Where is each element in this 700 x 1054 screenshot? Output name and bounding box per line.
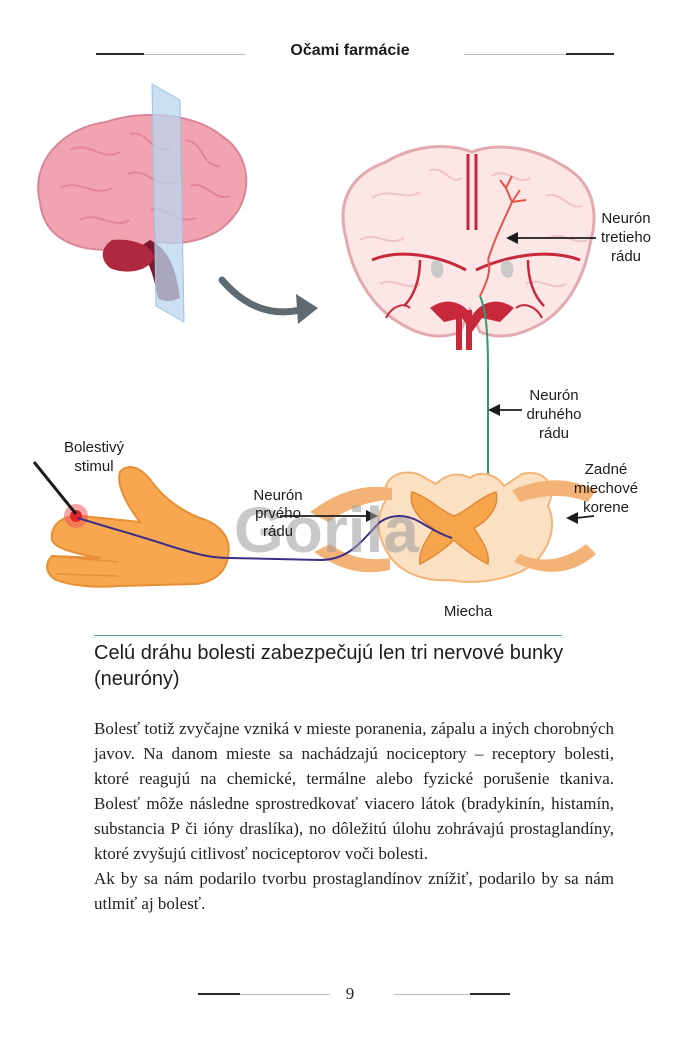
footer-rule-left [198,994,330,995]
curved-arrow [218,276,304,316]
label-first-neuron-line3: rádu [263,523,293,540]
stimulus-pin [32,461,78,515]
label-roots-line3: korene [583,499,629,516]
pain-pathway-illustration: Gorila Bolestivý stimul Neurón prvého rá… [32,83,651,620]
caption-rule [94,635,562,636]
label-second-neuron-line2: druhého [526,406,581,423]
label-third-neuron-line1: Neurón [601,210,650,227]
footer-rule-right-accent [470,993,510,995]
label-first-neuron-line2: prvého [255,505,301,522]
page-footer: 9 [0,982,700,1012]
paragraph-2: Ak by sa nám podarilo tvorbu prostagland… [94,869,614,913]
label-first-neuron-line1: Neurón [253,487,302,504]
first-order-neuron [77,515,453,562]
label-stimulus-line1: Bolestivý [64,439,125,456]
label-roots-line2: miechové [574,480,638,497]
label-third-neuron-line2: tretieho [601,229,651,246]
spinal-cord-section [310,471,596,583]
brain-coronal-section [341,145,596,350]
watermark: Gorila [234,494,419,566]
label-roots-line1: Zadné [585,461,628,478]
section-plane [151,83,185,323]
header-rule-right [464,54,614,55]
body-text: Bolesť totiž zvyčajne vzniká v mieste po… [94,716,614,916]
curved-arrow-head [296,294,318,324]
pain-pathway-figure: Gorila Bolestivý stimul Neurón prvého rá… [0,70,700,630]
page-header: Očami farmácie [0,36,700,72]
running-title: Očami farmácie [290,42,410,59]
footer-rule-left-accent [198,993,240,995]
figure-caption: Celú dráhu bolesti zabezpečujú len tri n… [94,642,564,690]
label-stimulus-line2: stimul [74,458,113,475]
label-second-neuron-line1: Neurón [529,387,578,404]
footer-rule-right [394,994,510,995]
page-number: 9 [345,984,355,1003]
label-second-neuron-line3: rádu [539,425,569,442]
brain-side-view [37,113,248,301]
header-rule-left [96,54,246,55]
header-rule-left-accent [96,53,144,55]
header-rule-right-accent [566,53,614,55]
label-spinal-cord: Miecha [444,603,493,620]
paragraph-1: Bolesť totiž zvyčajne vzniká v mieste po… [94,719,614,863]
hand-illustration [46,466,230,588]
label-third-neuron-line3: rádu [611,248,641,265]
